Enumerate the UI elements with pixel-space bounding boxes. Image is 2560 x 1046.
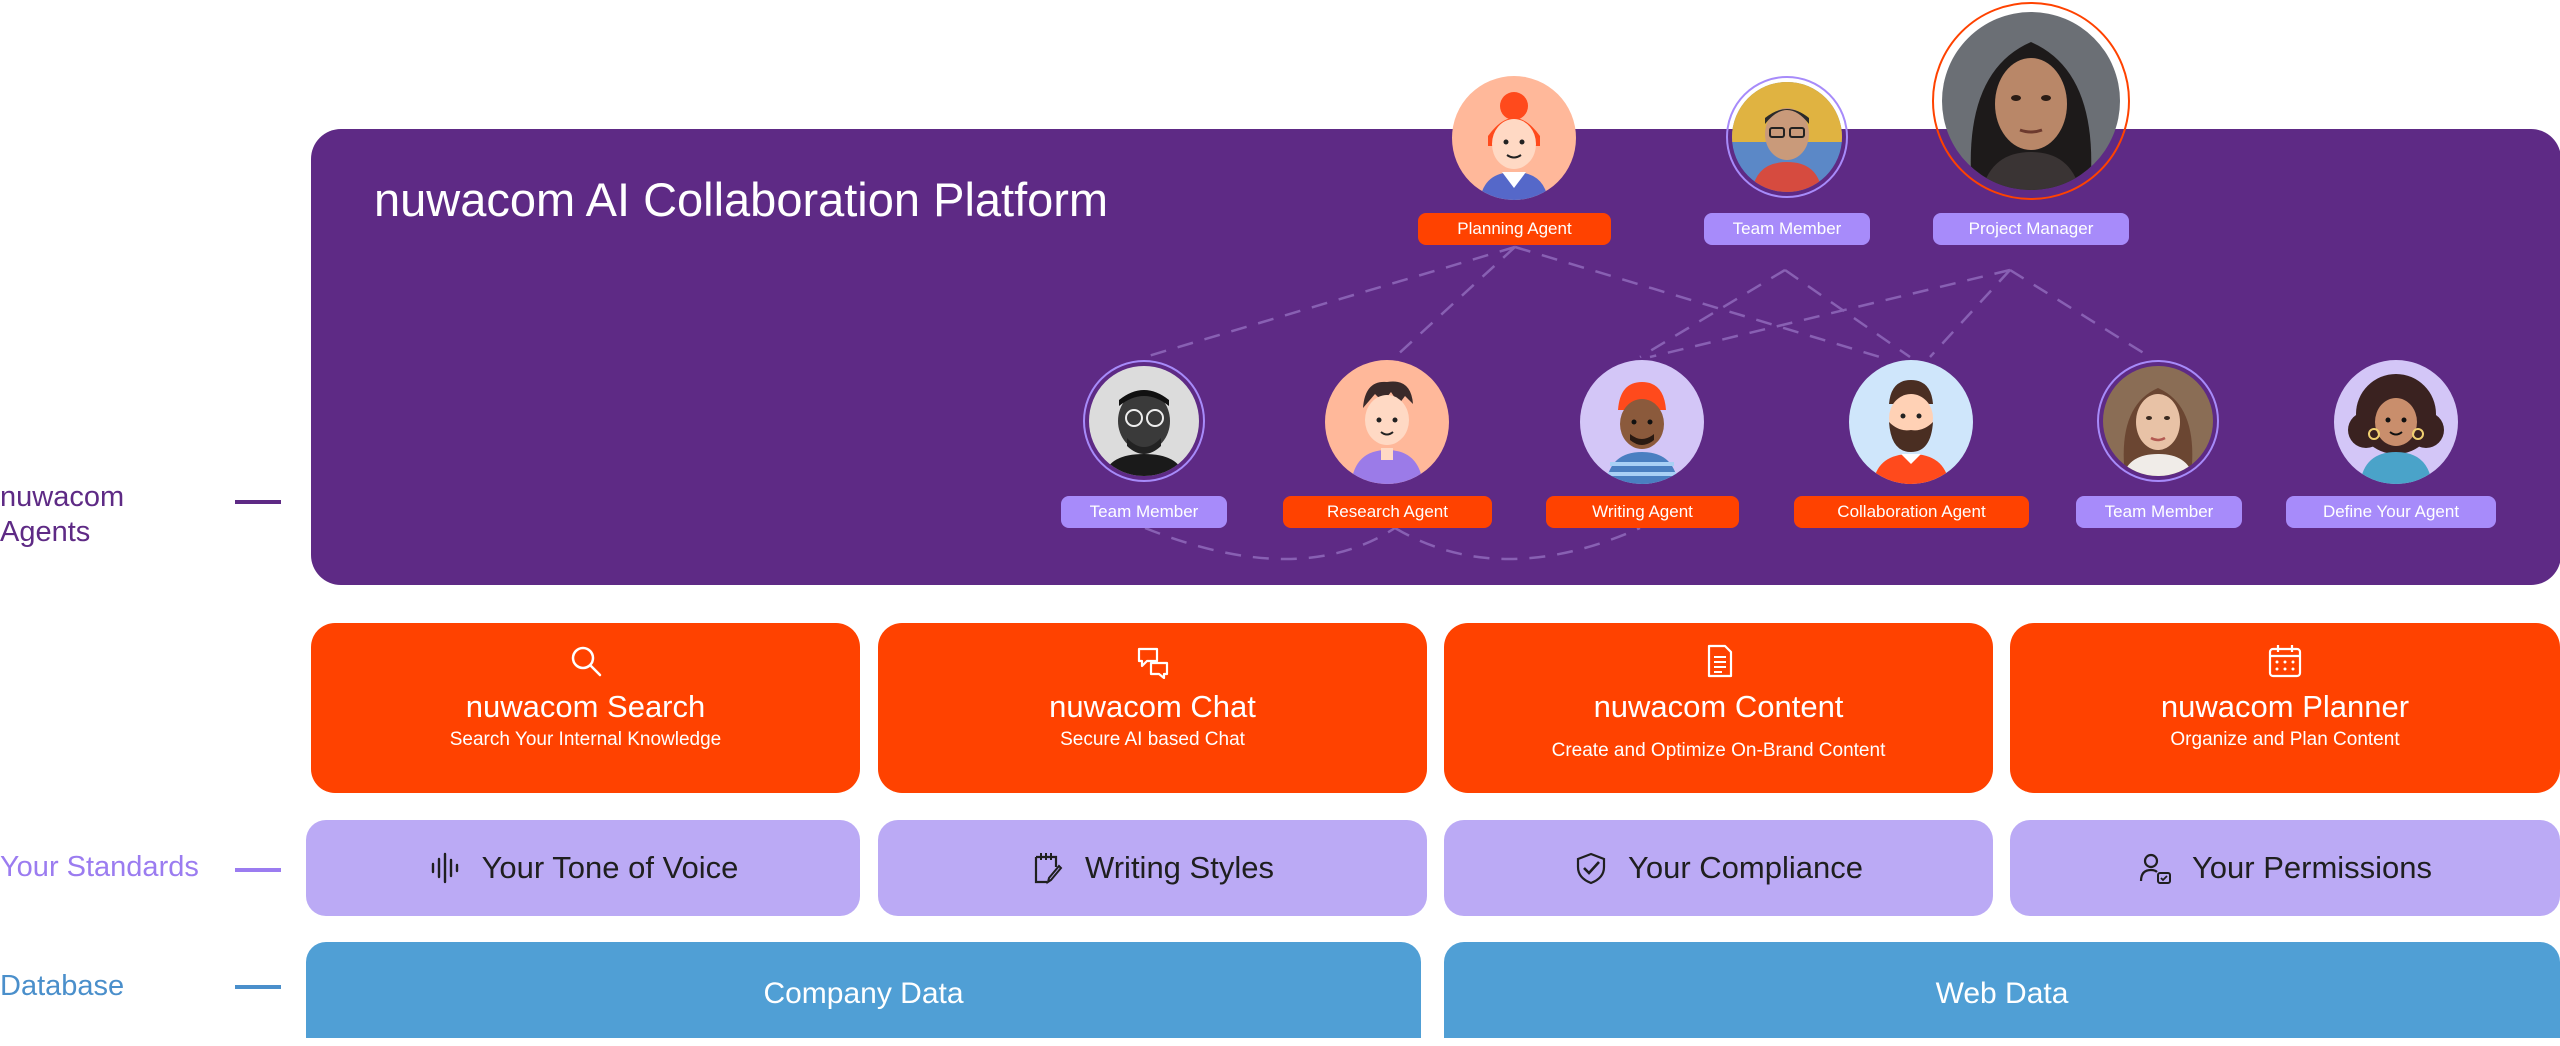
planning-agent-illustration-icon [1480,92,1548,200]
web-data-block[interactable]: Web Data [1444,942,2560,1038]
team-member-avatar [1083,360,1205,482]
user-lock-icon [2139,853,2171,884]
company-data-block[interactable]: Company Data [306,942,1421,1038]
document-icon [1707,644,1732,678]
team-member-photo-icon [1089,366,1199,476]
nuwacom-content-card[interactable]: nuwacom Content Create and Optimize On-B… [1444,623,1993,793]
agents-side-label-line1: nuwacom [0,481,125,513]
card-title: nuwacom Search [465,689,706,724]
search-icon [571,646,601,677]
agents-side-label-line2: Agents [0,515,91,548]
agents-dash [235,500,281,504]
team-member-pill[interactable]: Team Member [1704,213,1870,245]
tone-of-voice-tile[interactable]: Your Tone of Voice [306,820,860,916]
writing-styles-tile[interactable]: Writing Styles [878,820,1427,916]
tile-label: Writing Styles [1085,850,1274,885]
define-your-agent-pill[interactable]: Define Your Agent [2286,496,2496,528]
team-member-photo-icon [1732,82,1842,192]
platform-title: nuwacom AI Collaboration Platform [374,173,1109,226]
project-manager-pill[interactable]: Project Manager [1933,213,2129,245]
connector-line [1784,268,1911,359]
collaboration-agent-illustration-icon [1873,380,1949,484]
card-title: nuwacom Planner [2160,689,2410,724]
connector-line [1144,245,1516,359]
team-member-pill[interactable]: Team Member [1061,496,1227,528]
card-subtitle: Search Your Internal Knowledge [449,729,722,750]
research-agent-illustration-icon [1351,381,1423,484]
compliance-tile[interactable]: Your Compliance [1444,820,1993,916]
planning-agent-avatar [1452,76,1576,200]
define-your-agent-illustration-icon [2348,374,2444,484]
team-member-photo-icon [2103,366,2213,476]
standards-dash [235,868,281,872]
collaboration-agent-avatar [1849,360,1973,484]
connector-line [1639,268,1786,359]
writing-agent-illustration-icon [1606,382,1678,484]
card-subtitle: Organize and Plan Content [2170,729,2400,750]
permissions-tile[interactable]: Your Permissions [2010,820,2560,916]
define-your-agent-avatar [2334,360,2458,484]
card-title: nuwacom Chat [1049,689,1256,724]
tile-label: Your Compliance [1628,850,1863,885]
connector-line [1514,245,1881,359]
writing-agent-pill[interactable]: Writing Agent [1546,496,1739,528]
connector-line [2009,268,2151,359]
nuwacom-chat-card[interactable]: nuwacom Chat Secure AI based Chat [878,623,1427,793]
card-title: nuwacom Content [1593,689,1844,724]
database-dash [235,985,281,989]
collaboration-agent-pill[interactable]: Collaboration Agent [1794,496,2029,528]
chat-bubbles-icon [1137,647,1168,679]
research-agent-avatar [1325,360,1449,484]
connector-line [1929,269,2011,358]
tile-label: Your Tone of Voice [481,850,739,885]
notepad-pen-icon [1034,853,1063,885]
database-side-label: Database [0,970,125,1002]
standards-side-label: Your Standards [0,851,199,883]
nuwacom-planner-card[interactable]: nuwacom Planner Organize and Plan Conten… [2010,623,2560,793]
planning-agent-pill[interactable]: Planning Agent [1418,213,1611,245]
project-manager-photo-icon [1942,12,2120,190]
tile-label: Your Permissions [2191,850,2433,885]
connector-line [1144,526,1396,561]
connector-line [1649,268,2011,359]
shield-check-icon [1576,852,1606,885]
card-subtitle: Secure AI based Chat [1060,729,1245,750]
agents-side-label: nuwacom Agents [0,480,124,550]
nuwacom-search-card[interactable]: nuwacom Search Search Your Internal Know… [311,623,860,793]
connector-line [1394,246,1516,358]
card-subtitle: Create and Optimize On-Brand Content [1551,740,1886,761]
team-member-pill[interactable]: Team Member [2076,496,2242,528]
calendar-icon [2268,645,2302,678]
research-agent-pill[interactable]: Research Agent [1283,496,1492,528]
voice-wave-icon [431,852,458,884]
team-member-avatar [2097,360,2219,482]
team-member-avatar [1726,76,1848,198]
project-manager-avatar [1932,2,2130,200]
connector-line [1394,526,1641,561]
writing-agent-avatar [1580,360,1704,484]
